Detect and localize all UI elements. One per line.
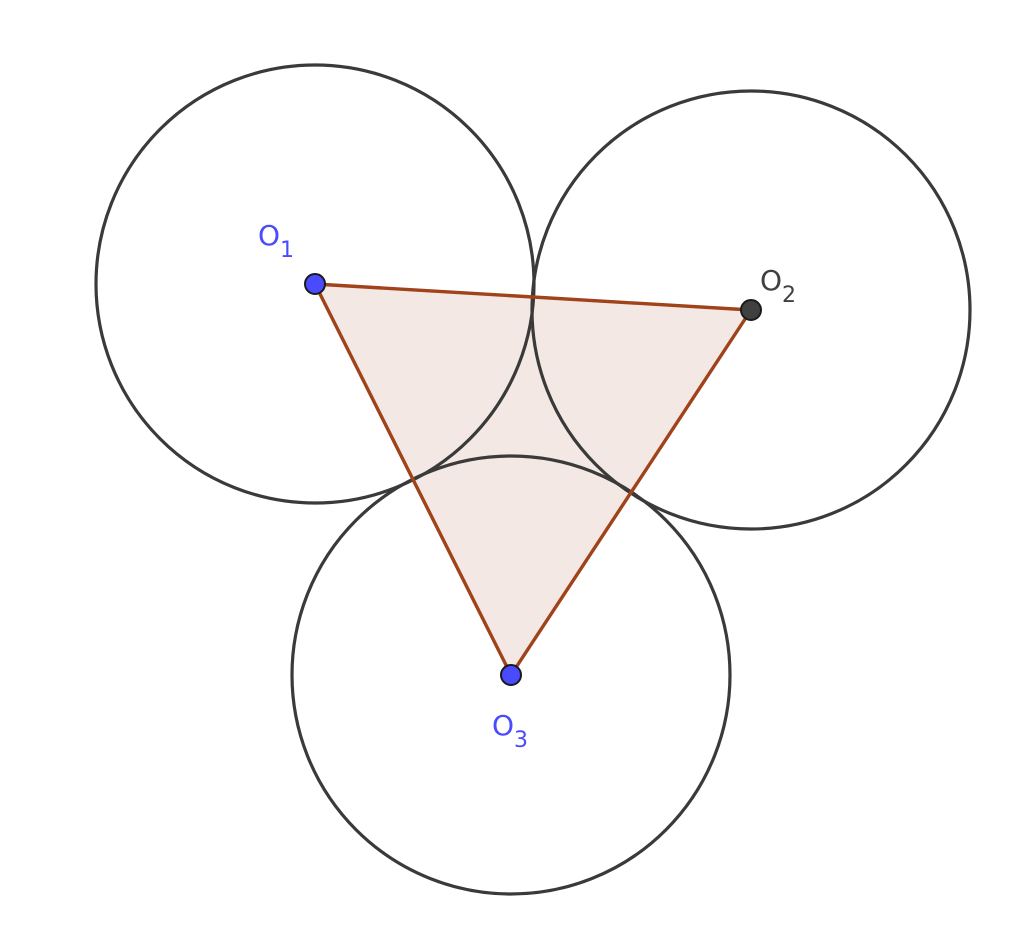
label-o3: O3	[492, 709, 528, 753]
segment-o1-o2	[313, 282, 753, 312]
label-o2: O2	[760, 264, 796, 308]
point-o1[interactable]	[304, 273, 326, 295]
point-o2[interactable]	[740, 299, 762, 321]
triangle-fill	[315, 284, 751, 675]
label-o1-subscript: 1	[280, 238, 294, 263]
segment-o2-o3	[509, 308, 753, 677]
circle-o3	[290, 454, 732, 896]
label-o2-subscript: 2	[782, 283, 796, 308]
label-o1-letter: O	[258, 219, 280, 252]
label-o3-letter: O	[492, 709, 514, 742]
label-o1: O1	[258, 219, 294, 263]
label-o2-letter: O	[760, 264, 782, 297]
label-o3-subscript: 3	[514, 728, 528, 753]
segment-o3-o1	[313, 282, 513, 677]
circle-o2	[530, 89, 972, 531]
point-o3[interactable]	[500, 664, 522, 686]
